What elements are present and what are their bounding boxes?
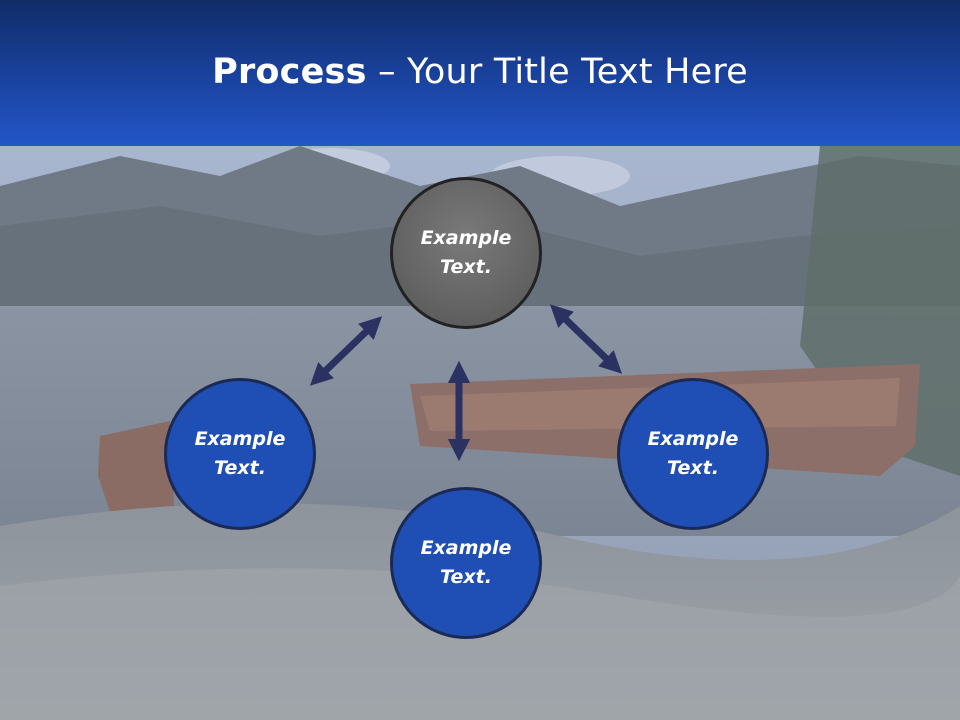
title-banner xyxy=(0,0,960,146)
node-left-line1: Example xyxy=(194,428,286,450)
node-right-line1: Example xyxy=(647,428,739,450)
title-bold-part: Process xyxy=(212,52,367,92)
title-rest-part: – Your Title Text Here xyxy=(366,52,748,92)
node-right-line2: Text. xyxy=(667,457,719,479)
node-left-line2: Text. xyxy=(214,457,266,479)
arrow-top-right xyxy=(549,304,623,374)
node-top-line2: Text. xyxy=(440,256,492,278)
node-bottom-line1: Example xyxy=(420,537,512,559)
arrow-top-left xyxy=(309,316,383,386)
slide-title: Process – Your Title Text Here xyxy=(0,52,960,92)
node-bottom-line2: Text. xyxy=(440,566,492,588)
node-top-line1: Example xyxy=(420,227,512,249)
